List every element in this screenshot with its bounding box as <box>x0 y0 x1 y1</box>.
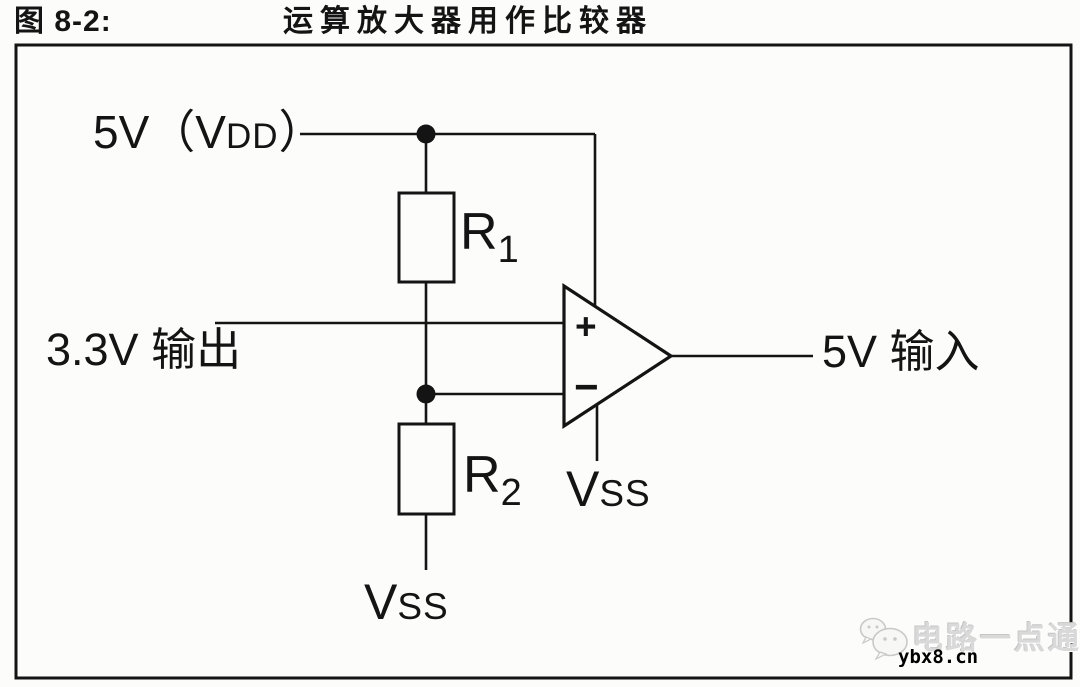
figure-title: 运算放大器用作比较器 <box>283 5 653 38</box>
resistor-r1-body <box>397 191 456 284</box>
supply-label-close: ） <box>278 106 325 158</box>
supply-label-main: 5V（V <box>93 106 226 158</box>
input-signal-label: 3.3V 输出 <box>46 324 242 375</box>
r1-name: R <box>460 203 498 261</box>
figure-frame <box>14 43 1073 680</box>
watermark-site-text: ybx8.cn <box>898 646 979 668</box>
r2-subscript: 2 <box>500 472 522 514</box>
output-signal-label: 5V 输入 <box>822 326 980 377</box>
supply-label-subscript: DD <box>225 117 279 156</box>
junction-dot-vdd <box>416 124 436 144</box>
divider-vss-subscript: SS <box>397 586 449 627</box>
opamp-vss-subscript: SS <box>599 473 651 514</box>
resistor-r2-body <box>397 422 456 516</box>
watermark: 电路一点通 ybx8.cn <box>856 614 1079 674</box>
chat-bubbles-icon <box>859 617 908 661</box>
opamp-plus-input-symbol: + <box>575 306 597 347</box>
figure-number: 图 8-2: <box>14 5 112 38</box>
r2-name: R <box>463 446 501 504</box>
divider-vss-main: V <box>364 574 398 630</box>
opamp-vss-main: V <box>566 461 600 517</box>
watermark-brand-text: 电路一点通 <box>912 621 1080 656</box>
junction-dot-divider <box>416 384 436 404</box>
r1-subscript: 1 <box>497 229 519 271</box>
opamp-minus-input-symbol: − <box>574 363 599 410</box>
opamp-triangle <box>562 283 674 429</box>
